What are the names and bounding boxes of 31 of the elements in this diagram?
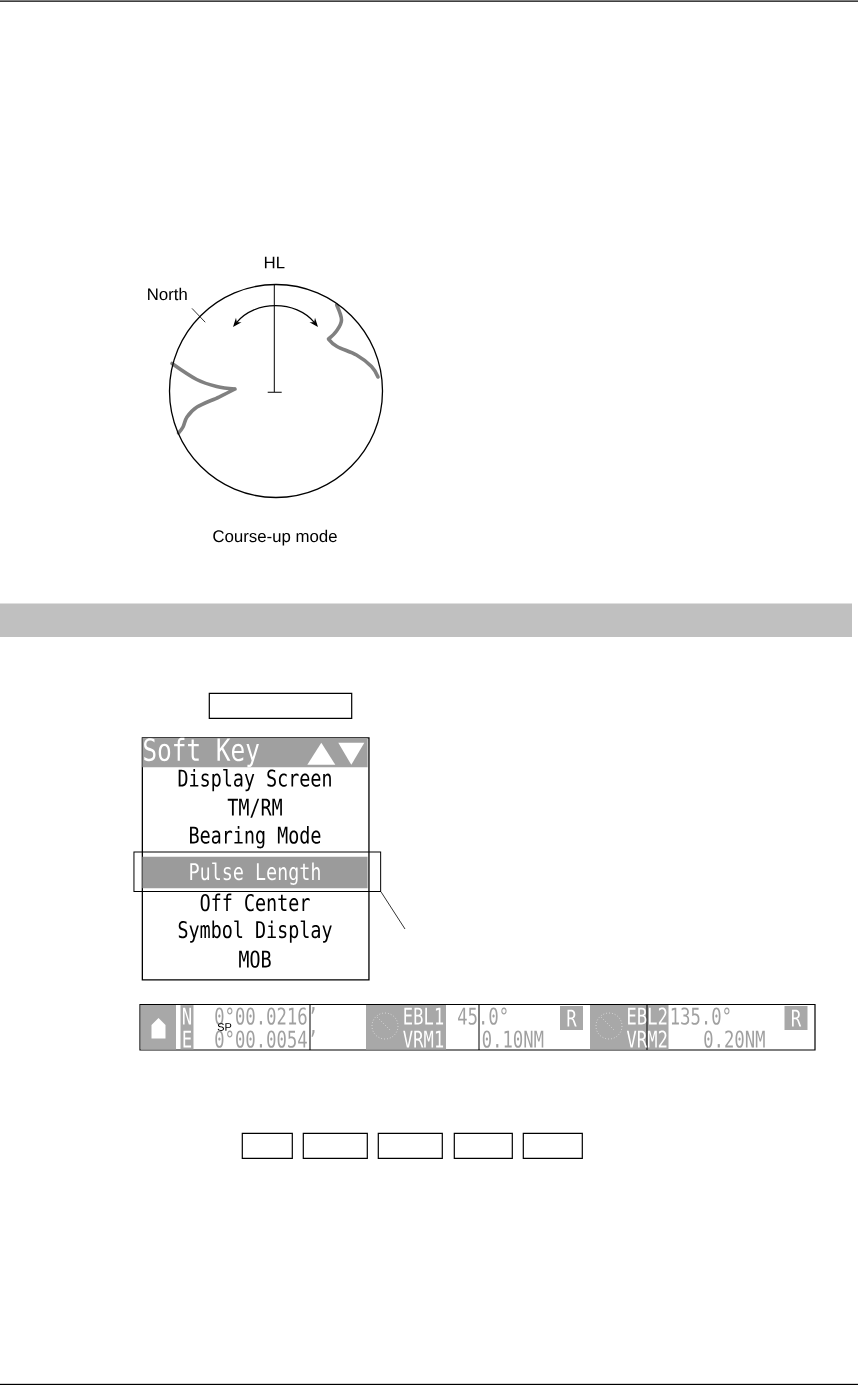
status-text: 135.0° <box>671 1007 730 1025</box>
menu-item: Bearing Mode <box>190 826 321 849</box>
key-box <box>302 1132 368 1159</box>
status-text: EBL1 <box>404 1007 444 1025</box>
key-box <box>208 692 353 719</box>
menu-item: MOB <box>239 950 271 968</box>
menu-item: TM/RM <box>227 798 282 818</box>
leader-line <box>380 891 406 930</box>
key-box <box>241 1132 293 1159</box>
status-text: 0.10NM <box>482 1030 544 1048</box>
highlight-frame <box>133 851 382 893</box>
key-box <box>522 1132 583 1159</box>
mode-badge: R <box>784 1006 808 1030</box>
leader-label: North <box>148 287 187 301</box>
menu-item: Display Screen <box>178 768 331 792</box>
line-label: HL <box>264 256 285 269</box>
section-band <box>0 603 852 637</box>
status-text: VRM1 <box>403 1030 444 1048</box>
key-box <box>453 1132 513 1159</box>
menu-header: Soft Key <box>142 737 368 768</box>
highlighted-menu-item: Pulse Length <box>142 856 368 889</box>
status-text: 0.20NM <box>704 1030 765 1048</box>
leader-line <box>191 307 206 323</box>
status-text: SP <box>217 1023 232 1031</box>
figure-label: Course-up mode <box>213 529 337 546</box>
menu-item: Symbol Display <box>178 920 332 943</box>
status-text: N <box>183 1007 192 1025</box>
key-box <box>377 1132 443 1159</box>
menu-item: Off Center <box>200 893 310 912</box>
mode-badge: R <box>560 1006 583 1030</box>
status-text: E <box>183 1030 192 1048</box>
